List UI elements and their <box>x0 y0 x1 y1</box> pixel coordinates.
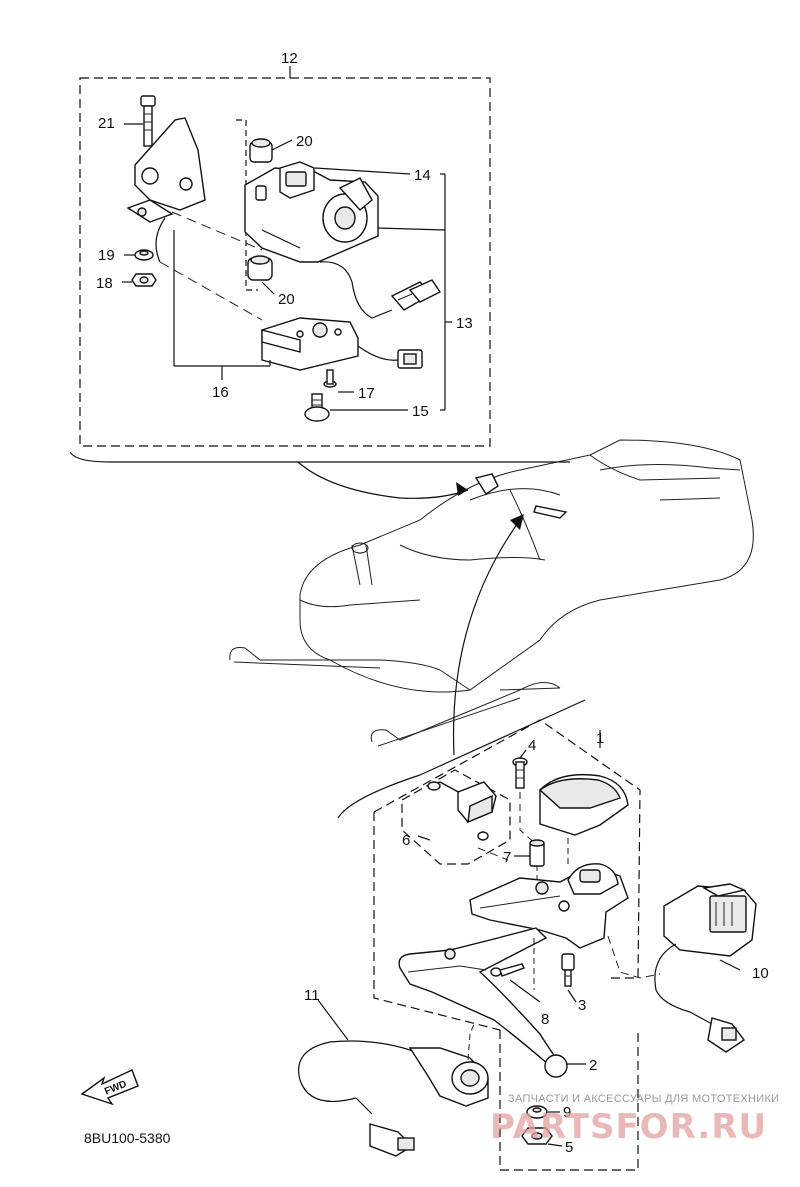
connector-mid <box>397 349 423 369</box>
callout-3: 3 <box>578 997 586 1014</box>
connector-10 <box>707 1017 746 1053</box>
bolt-21 <box>140 95 156 147</box>
connector-top <box>390 279 442 311</box>
callout-18: 18 <box>96 275 113 292</box>
callout-21: 21 <box>98 115 115 132</box>
callout-19: 19 <box>98 247 115 264</box>
diagram-code: 8BU100-5380 <box>84 1130 171 1146</box>
watermark-tagline: ЗАПЧАСТИ И АКСЕССУАРЫ ДЛЯ МОТОТЕХНИКИ <box>508 1093 779 1105</box>
fwd-arrow-icon: FWD <box>80 1069 139 1106</box>
throttle-case-14 <box>244 161 379 263</box>
callout-10: 10 <box>752 965 769 982</box>
screw-17 <box>323 369 337 388</box>
grommet-20-upper <box>249 138 273 163</box>
snowmobile-outline <box>229 439 754 747</box>
callout-16: 16 <box>212 384 229 401</box>
brake-lever-assembly <box>298 699 757 1171</box>
brake-lever-2 <box>398 927 568 1078</box>
connector-11 <box>369 1123 415 1157</box>
callout-labels: 12 21 20 14 19 18 20 13 17 16 15 1 4 6 7… <box>96 50 769 1156</box>
watermark: ЗАПЧАСТИ И АКСЕССУАРЫ ДЛЯ МОТОТЕХНИКИ PA… <box>490 1093 779 1147</box>
lever-switch <box>408 1023 489 1107</box>
lever-cover-cap <box>538 773 629 836</box>
callout-15: 15 <box>412 403 429 420</box>
callout-20-upper: 20 <box>296 133 313 150</box>
washer-9 <box>526 1105 548 1119</box>
callout-1: 1 <box>596 730 604 747</box>
callout-5: 5 <box>565 1139 573 1156</box>
bolt-3 <box>561 953 575 987</box>
nut-5 <box>521 1127 553 1145</box>
switch-assembly-10 <box>663 883 757 957</box>
bolt-4 <box>512 757 528 789</box>
callout-2: 2 <box>589 1057 597 1074</box>
nut-6b <box>477 831 489 841</box>
stop-switch-16 <box>261 317 359 371</box>
screw-15 <box>304 393 330 422</box>
pivot-pin-8 <box>490 963 525 977</box>
callout-8: 8 <box>541 1011 549 1028</box>
callout-14: 14 <box>414 167 431 184</box>
callout-20-lower: 20 <box>278 291 295 308</box>
collar-7 <box>529 839 545 867</box>
washer-19 <box>134 249 154 261</box>
callout-9: 9 <box>563 1104 571 1121</box>
stop-switch-6 <box>457 781 497 824</box>
lever-holder <box>469 863 629 949</box>
screw-6a <box>427 781 463 795</box>
callout-13: 13 <box>456 315 473 332</box>
throttle-case-assembly-inset <box>69 66 570 463</box>
callout-4: 4 <box>528 737 536 754</box>
watermark-brand: PARTSFOR.RU <box>490 1107 767 1147</box>
grommet-20-lower <box>247 255 273 281</box>
callout-12: 12 <box>281 50 298 67</box>
nut-18 <box>131 273 157 287</box>
mount-bracket <box>126 117 206 223</box>
callout-6: 6 <box>402 832 410 849</box>
callout-11: 11 <box>304 987 320 1004</box>
callout-7: 7 <box>503 849 511 866</box>
callout-17: 17 <box>358 385 375 402</box>
